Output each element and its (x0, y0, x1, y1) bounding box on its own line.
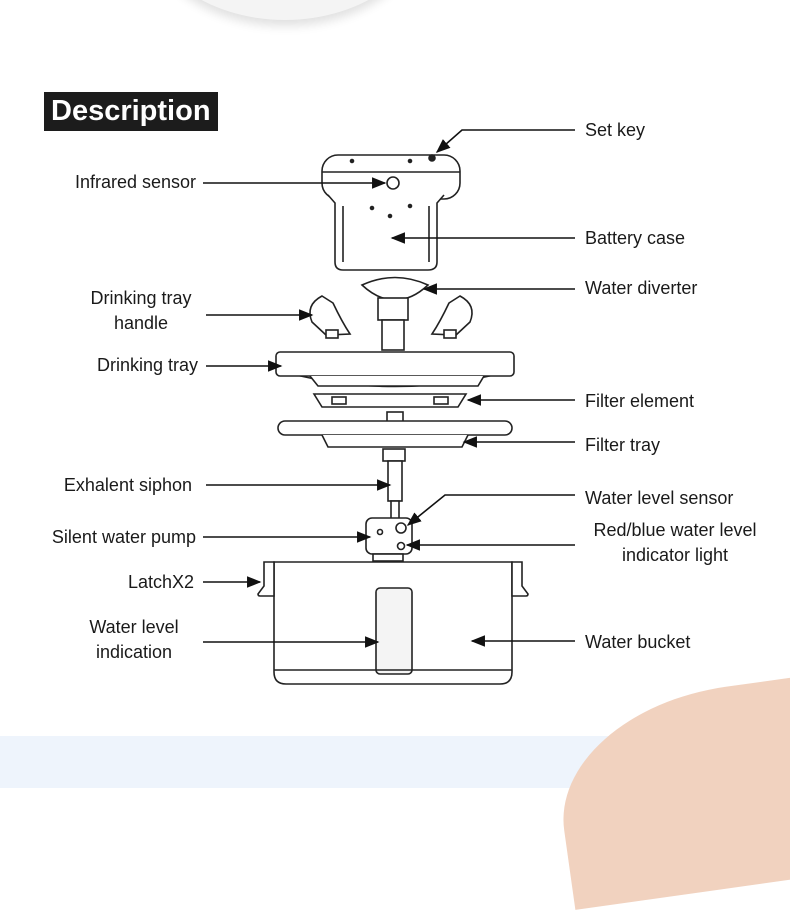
label-infrared-sensor: Infrared sensor (74, 172, 196, 192)
section-title: Description (44, 92, 218, 131)
label-water-diverter: Water diverter (585, 278, 698, 298)
filter-element-part (312, 393, 468, 408)
label-water-level-indication-line1: Water level (89, 617, 179, 637)
label-drinking-tray-handle-line2: handle (113, 313, 169, 333)
drinking-tray-handle-part (309, 295, 473, 339)
control-unit-part (321, 154, 461, 200)
filter-tray-part (277, 411, 513, 448)
label-water-bucket: Water bucket (585, 632, 691, 652)
leader-lines (203, 129, 575, 648)
label-exhalent-siphon: Exhalent siphon (63, 475, 192, 495)
label-water-level-sensor: Water level sensor (585, 488, 734, 508)
label-latch: LatchX2 (127, 572, 194, 592)
label-drinking-tray: Drinking tray (96, 355, 198, 375)
label-silent-water-pump: Silent water pump (51, 527, 196, 547)
water-diverter-part (360, 276, 430, 351)
label-battery-case: Battery case (585, 228, 686, 248)
label-filter-element: Filter element (585, 391, 695, 411)
label-set-key: Set key (585, 120, 646, 140)
water-bucket-part (257, 561, 529, 685)
label-indicator-light-line2: indicator light (621, 545, 729, 565)
exploded-diagram (203, 129, 575, 685)
label-water-level-indication-line2: indication (95, 642, 173, 662)
label-drinking-tray-handle-line1: Drinking tray (90, 288, 192, 308)
battery-case-part (327, 194, 445, 271)
label-indicator-light-line1: Red/blue water level (593, 520, 757, 540)
label-filter-tray: Filter tray (585, 435, 661, 455)
drinking-tray-part (275, 351, 515, 388)
silent-water-pump-part (365, 517, 413, 562)
